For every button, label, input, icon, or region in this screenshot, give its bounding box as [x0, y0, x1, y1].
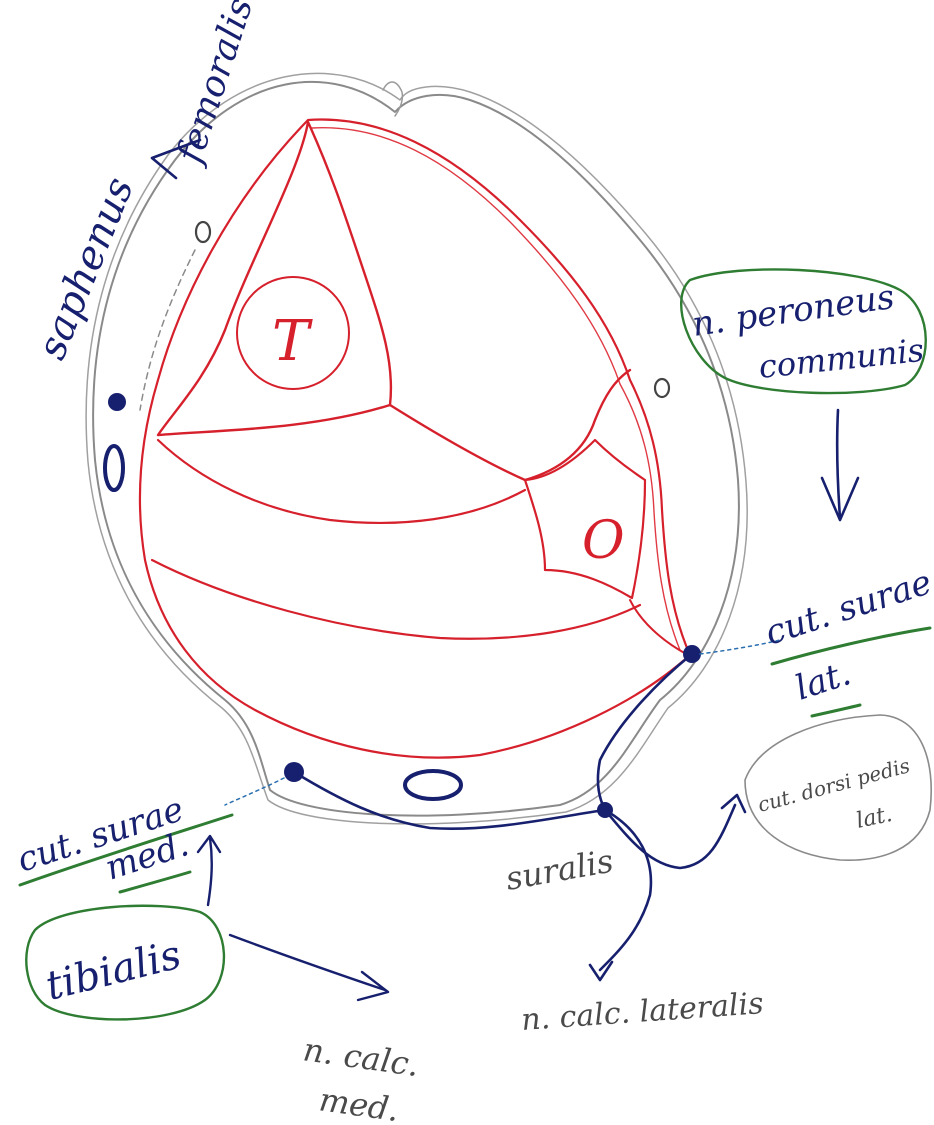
peroneal-nerve-marker: [655, 379, 669, 397]
label-saphenus: saphenus: [29, 171, 143, 366]
tibia-outline: [158, 122, 391, 435]
fibula-letter: O: [582, 511, 625, 571]
tibia-letter: T: [272, 309, 313, 374]
interosseous-membrane: [390, 370, 630, 480]
label-peroneus-line1: n. peroneus: [690, 277, 897, 345]
saphenous-vein-marker: [196, 222, 210, 242]
connector-medial: [225, 778, 284, 805]
compartment-outline: [140, 120, 690, 758]
arrow-to-calc-lateralis: [590, 962, 612, 980]
label-cut-surae-lat-line1: cut. surae: [760, 562, 934, 653]
saphenous-nerve-dot: [108, 393, 126, 411]
fascia-dashed-line: [140, 250, 195, 410]
label-cut-dorsi-pedis-line2: lat.: [854, 802, 894, 834]
label-peroneus-line2: communis: [757, 331, 926, 386]
cut-surae-lat-underline-2: [812, 705, 860, 716]
tibialis-up-arrow: [198, 836, 220, 905]
label-calc-med-line2: med.: [317, 1080, 401, 1125]
label-tibialis: tibialis: [41, 932, 185, 1010]
label-cut-surae-lat-line2: lat.: [790, 653, 855, 708]
small-saphenous-vein: [405, 771, 461, 799]
skin-outline: [86, 73, 747, 824]
sural-junction-dot: [597, 802, 613, 818]
great-saphenous-vein: [105, 446, 123, 490]
label-calc-lateralis: n. calc. lateralis: [520, 986, 765, 1038]
label-calc-med-line1: n. calc.: [301, 1030, 421, 1084]
connector-lateral: [700, 640, 780, 654]
tibialis-to-calc-med-arrow: [230, 935, 388, 1000]
label-suralis: suralis: [503, 842, 616, 898]
label-femoralis: femoralis: [169, 0, 262, 171]
peroneus-arrow: [822, 410, 858, 520]
sural-nerve-branches: [294, 654, 745, 980]
